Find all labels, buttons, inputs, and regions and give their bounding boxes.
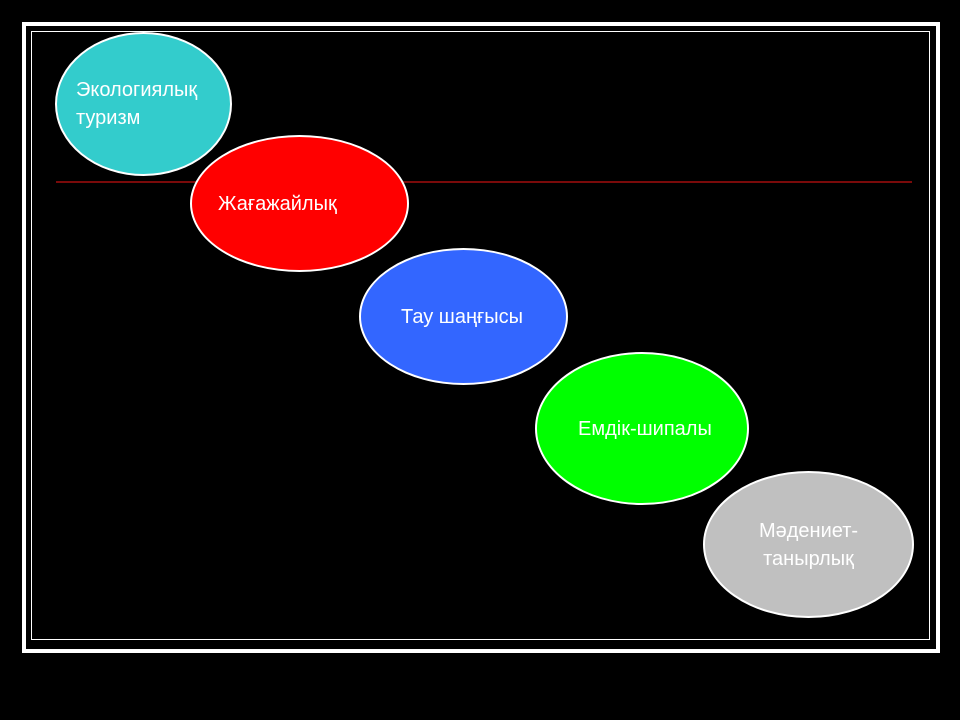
- outer-frame-border: [22, 22, 940, 653]
- bubble-label: Емдік-шипалы: [578, 417, 712, 440]
- bubble-label: Экологиялық туризм: [76, 79, 198, 129]
- bubble-label: Жағажайлық: [218, 192, 337, 215]
- bubble-ski-tourism: Тау шаңғысы: [359, 248, 568, 385]
- horizontal-divider-line: [56, 181, 912, 183]
- bubble-beach-tourism: Жағажайлық: [190, 135, 409, 272]
- bubble-label: Тау шаңғысы: [401, 305, 524, 328]
- bubble-cultural-tourism: Мәдениет- танырлық: [703, 471, 914, 618]
- inner-frame-border: [31, 31, 930, 640]
- bubble-ecological-tourism: Экологиялық туризм: [55, 32, 232, 176]
- bubble-health-tourism: Емдік-шипалы: [535, 352, 749, 505]
- bubble-label: Мәдениет- танырлық: [758, 519, 859, 570]
